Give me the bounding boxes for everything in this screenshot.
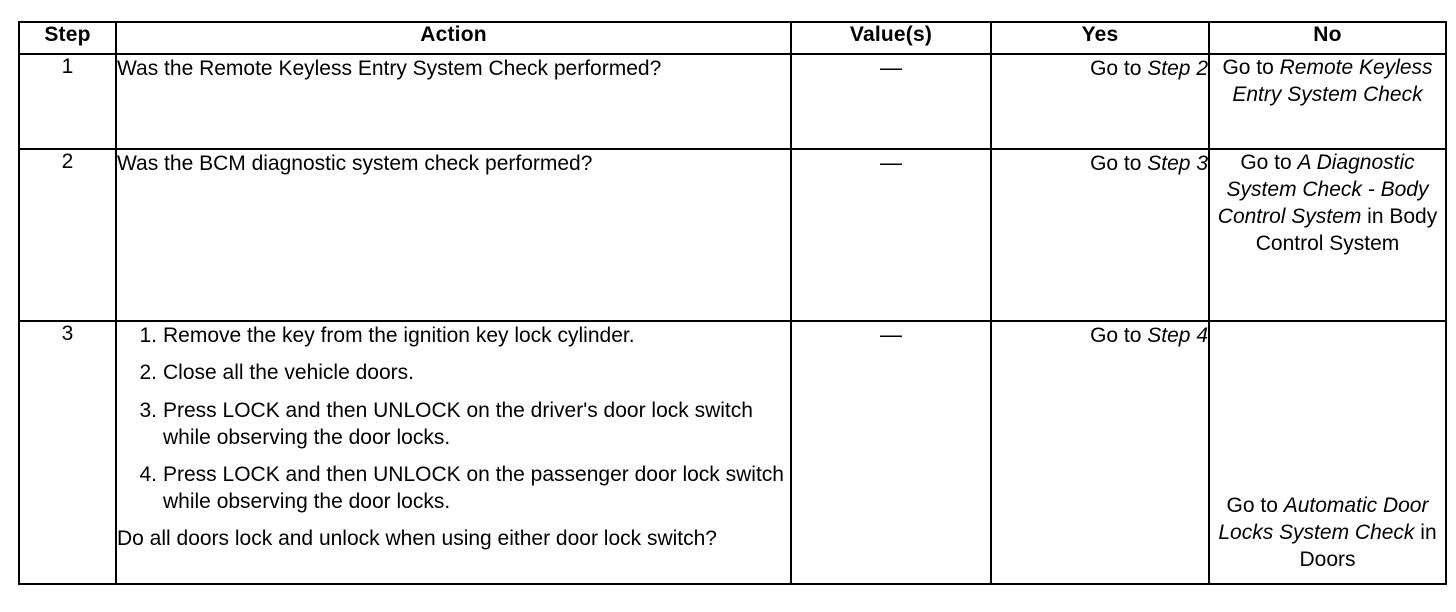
yes-reference: Step 3	[1147, 152, 1208, 175]
yes-prefix: Go to	[1090, 152, 1148, 175]
column-header-no: No	[1208, 21, 1447, 55]
no-reference: Remote Keyless Entry System Check	[1232, 56, 1433, 106]
yes-cell: Go to Step 4	[990, 320, 1210, 585]
diagnostic-procedure-table: Step Action Value(s) Yes No 1 Was the Re…	[18, 21, 1447, 585]
no-suffix: in Doors	[1299, 521, 1437, 572]
column-header-values: Value(s)	[790, 21, 992, 55]
no-prefix: Go to	[1240, 151, 1298, 174]
value-cell: —	[790, 320, 992, 585]
step-number-cell: 2	[18, 148, 117, 322]
action-question: Do all doors lock and unlock when using …	[117, 526, 717, 550]
yes-reference: Step 2	[1147, 57, 1208, 80]
yes-prefix: Go to	[1090, 57, 1148, 80]
yes-cell: Go to Step 3	[990, 148, 1210, 322]
value-dash: —	[880, 55, 902, 80]
value-dash: —	[880, 150, 902, 175]
table-header: Step Action Value(s) Yes No	[18, 21, 1447, 55]
table-row: 3 Remove the key from the ignition key l…	[18, 320, 1447, 585]
action-cell: Was the Remote Keyless Entry System Chec…	[115, 53, 792, 150]
no-prefix: Go to	[1222, 56, 1280, 79]
no-cell: Go to Automatic Door Locks System Check …	[1208, 320, 1447, 585]
table-body: 1 Was the Remote Keyless Entry System Ch…	[18, 53, 1447, 585]
action-cell: Remove the key from the ignition key loc…	[115, 320, 792, 585]
column-header-yes: Yes	[990, 21, 1210, 55]
list-item: Press LOCK and then UNLOCK on the driver…	[131, 397, 753, 449]
step-number-cell: 3	[18, 320, 117, 585]
value-cell: —	[790, 148, 992, 322]
yes-cell: Go to Step 2	[990, 53, 1210, 150]
no-prefix: Go to	[1226, 494, 1284, 518]
column-header-step: Step	[18, 21, 117, 55]
list-item: Remove the key from the ignition key loc…	[131, 322, 635, 350]
no-reference: Automatic Door Locks System Check	[1218, 494, 1429, 545]
action-step-list: Remove the key from the ignition key loc…	[117, 322, 790, 516]
no-reference: A Diagnostic System Check - Body Control…	[1217, 151, 1429, 228]
no-suffix: in Body Control System	[1255, 204, 1438, 255]
no-cell: Go to A Diagnostic System Check - Body C…	[1208, 148, 1447, 322]
column-header-action: Action	[115, 21, 792, 55]
table-row: 2 Was the BCM diagnostic system check pe…	[18, 148, 1447, 322]
yes-prefix: Go to	[1090, 324, 1148, 347]
step-number-cell: 1	[18, 53, 117, 150]
value-dash: —	[880, 322, 902, 347]
action-cell: Was the BCM diagnostic system check perf…	[115, 148, 792, 322]
list-item: Close all the vehicle doors.	[131, 359, 414, 387]
no-cell: Go to Remote Keyless Entry System Check	[1208, 53, 1447, 150]
yes-reference: Step 4	[1147, 324, 1208, 347]
value-cell: —	[790, 53, 992, 150]
list-item: Press LOCK and then UNLOCK on the passen…	[131, 461, 784, 514]
table-row: 1 Was the Remote Keyless Entry System Ch…	[18, 53, 1447, 150]
header-row: Step Action Value(s) Yes No	[18, 21, 1447, 55]
